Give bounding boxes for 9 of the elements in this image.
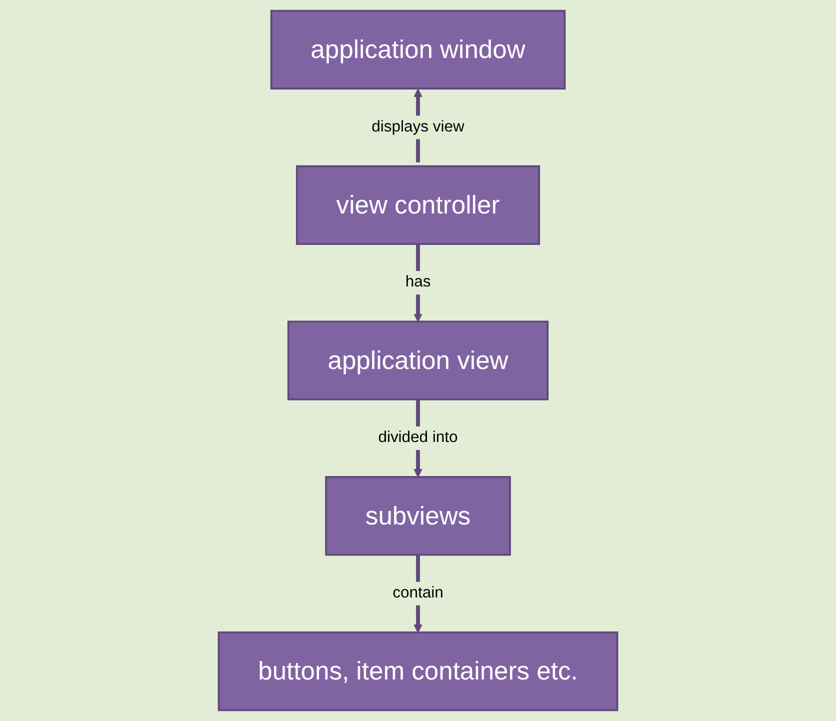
edge-label: has [405, 274, 431, 291]
edge-label: divided into [378, 429, 458, 446]
node-box: subviews [325, 476, 511, 556]
node-box: application window [270, 10, 566, 90]
node-box: buttons, item containers etc. [218, 631, 618, 712]
node-box: view controller [296, 165, 540, 245]
node-box: application view [287, 320, 549, 400]
edge-label: contain [392, 584, 444, 602]
edge-label: displays view [372, 118, 464, 136]
